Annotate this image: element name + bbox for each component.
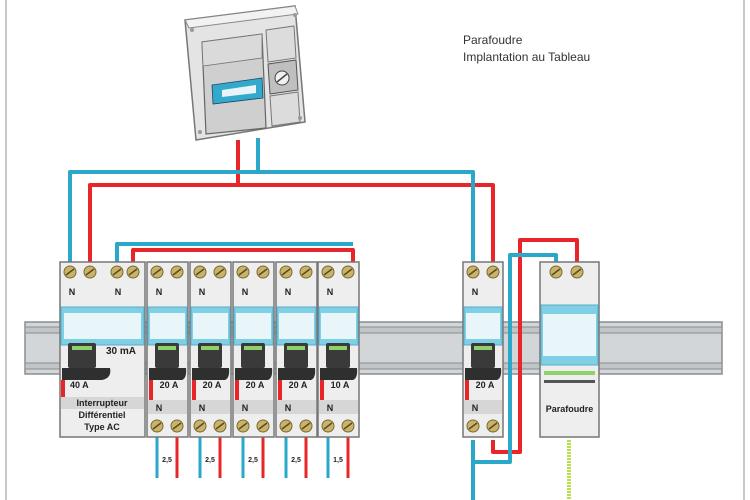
terminal-mark: N [156,287,163,297]
terminal-mark: N [115,287,122,297]
terminal-mark: N [327,403,334,413]
terminal-screw [213,265,227,279]
terminal-mark: N [285,403,292,413]
terminal-mark: N [156,403,163,413]
neutral-feed-wire [68,138,260,268]
breaker-rating-label: 20 A [203,380,222,390]
neutral-comb-bar [115,242,353,262]
terminal-screw [486,419,500,433]
diagram-caption: Parafoudre Implantation au Tableau [463,32,590,66]
breaker-rating-label: 20 A [160,380,179,390]
terminal-screw [63,265,77,279]
terminal-screw [486,265,500,279]
rcd-type-label: Type AC [84,422,120,432]
breaker-rating-label: 10 A [331,380,350,390]
phase-comb-bar [131,248,355,262]
terminal-screw [170,419,184,433]
circuit-breaker: N 20 A N 2,5 [146,261,189,464]
terminal-mark: N [199,403,206,413]
terminal-screw [236,419,250,433]
terminal-screw [126,265,140,279]
caption-subtitle: Implantation au Tableau [463,50,591,64]
phase-to-surge-protector-wire [491,238,579,454]
terminal-screw [110,265,124,279]
terminal-screw [549,265,563,279]
modules: N N 30 mA 40 A InterrupteurDifférentielType … [59,261,600,464]
phase-to-surge-breaker-wire [238,183,495,268]
neutral-to-surge-breaker-wire [258,170,475,268]
breaker-rating-label: 20 A [289,380,308,390]
terminal-screw [193,419,207,433]
wiring [68,138,579,500]
terminal-screw [341,419,355,433]
rcd-type-label: Différentiel [78,410,125,420]
surge-protector-label: Parafoudre [546,404,594,414]
terminal-mark: N [199,287,206,297]
phase-feed-wire [88,140,240,268]
terminal-screw [170,265,184,279]
terminal-screw [570,265,584,279]
terminal-mark: N [285,287,292,297]
surge-breaker: N 20 A N [462,261,504,438]
rcd-sensitivity-label: 30 mA [106,346,136,357]
terminal-mark: N [69,287,76,297]
terminal-screw [279,419,293,433]
surge-breaker-rating-label: 20 A [476,380,495,390]
rcd-rating-label: 40 A [70,380,89,390]
terminal-screw [321,419,335,433]
terminal-screw [256,265,270,279]
terminal-screw [193,265,207,279]
terminal-screw [213,419,227,433]
surge-protector-indicator [544,371,595,375]
terminal-screw [236,265,250,279]
terminal-mark: N [472,287,479,297]
terminal-mark: N [242,403,249,413]
wire-section-label: 2,5 [205,457,215,464]
terminal-screw [466,419,480,433]
terminal-screw [299,419,313,433]
circuit-breaker: N 20 A N 2,5 [232,261,275,464]
breaker-rating-label: 20 A [246,380,265,390]
wire-section-label: 2,5 [248,457,258,464]
terminal-screw [466,265,480,279]
surge-protector: Parafoudre [539,261,600,438]
terminal-mark: N [327,287,334,297]
terminal-mark: N [242,287,249,297]
meter-panel [184,5,306,141]
frame-border-left [5,0,7,500]
terminal-screw [150,419,164,433]
wire-section-label: 2,5 [162,457,172,464]
terminal-screw [256,419,270,433]
terminal-screw [299,265,313,279]
circuit-breaker: N 20 A N 2,5 [275,261,318,464]
rcd-type-label: Interrupteur [76,398,128,408]
terminal-screw [83,265,97,279]
terminal-screw [341,265,355,279]
terminal-mark: N [472,403,479,413]
circuit-breaker: N 20 A N 2,5 [189,261,232,464]
caption-title: Parafoudre [463,33,523,47]
terminal-screw [279,265,293,279]
frame-border-right [743,0,745,500]
terminal-screw [321,265,335,279]
terminal-screw [150,265,164,279]
rcd-module: N N 30 mA 40 A InterrupteurDifférentielType … [59,261,146,438]
wire-section-label: 2,5 [291,457,301,464]
wire-section-label: 1,5 [333,457,343,464]
circuit-breaker: N 10 A N 1,5 [317,261,360,464]
